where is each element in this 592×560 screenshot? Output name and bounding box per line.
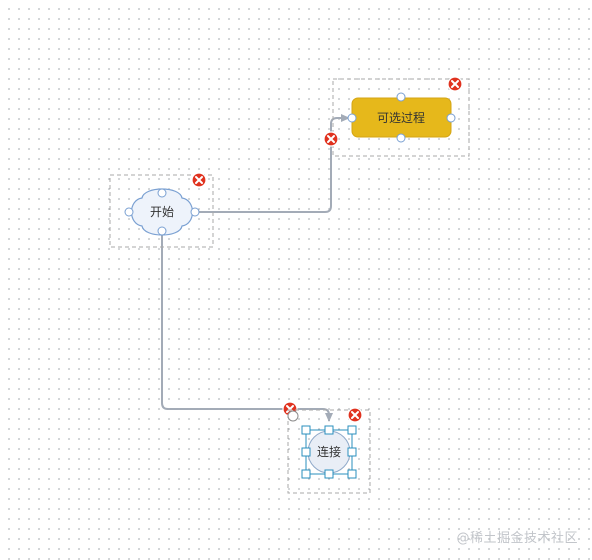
resize-handle-n[interactable] (324, 425, 334, 435)
close-circle-icon[interactable] (447, 76, 463, 92)
port-handle-right[interactable] (190, 207, 200, 217)
node-connector[interactable]: 连接 (287, 407, 371, 494)
watermark: @稀土掘金技术社区 (456, 531, 578, 546)
node-optional-process[interactable]: 可选过程 (332, 76, 470, 157)
node-selection-frame (109, 174, 214, 248)
resize-handle-se[interactable] (347, 469, 357, 479)
node-optional-process-label: 可选过程 (377, 110, 425, 125)
node-selection-frame (287, 409, 371, 494)
resize-handle-ne[interactable] (347, 425, 357, 435)
node-start-label: 开始 (150, 205, 174, 219)
port-handle-bottom[interactable] (157, 226, 167, 236)
edge-start-to-connector[interactable] (161, 232, 333, 422)
resize-handle-sw[interactable] (301, 469, 311, 479)
cloud-shape (130, 188, 194, 236)
port-handle-top[interactable] (157, 188, 167, 198)
resize-handles (301, 425, 357, 479)
port-handle-bottom[interactable] (396, 133, 406, 143)
node-selection-frame (332, 78, 470, 157)
resize-handle-s[interactable] (324, 469, 334, 479)
node-connector-label: 连接 (317, 444, 341, 459)
resize-handle-e[interactable] (347, 447, 357, 457)
resize-handle-w[interactable] (301, 447, 311, 457)
resize-handle-nw[interactable] (301, 425, 311, 435)
port-handle-right[interactable] (446, 113, 456, 123)
node-start[interactable]: 开始 (109, 172, 214, 248)
edge-start-to-process[interactable] (196, 114, 350, 213)
port-handle-top[interactable] (396, 92, 406, 102)
close-circle-icon[interactable] (191, 172, 207, 188)
port-handle-left[interactable] (347, 113, 357, 123)
rotate-handle[interactable] (287, 410, 299, 422)
close-circle-icon[interactable] (347, 407, 363, 423)
edges-layer (161, 114, 350, 422)
edge-delete-close-circle-icon[interactable] (323, 131, 339, 147)
port-handle-left[interactable] (124, 207, 134, 217)
